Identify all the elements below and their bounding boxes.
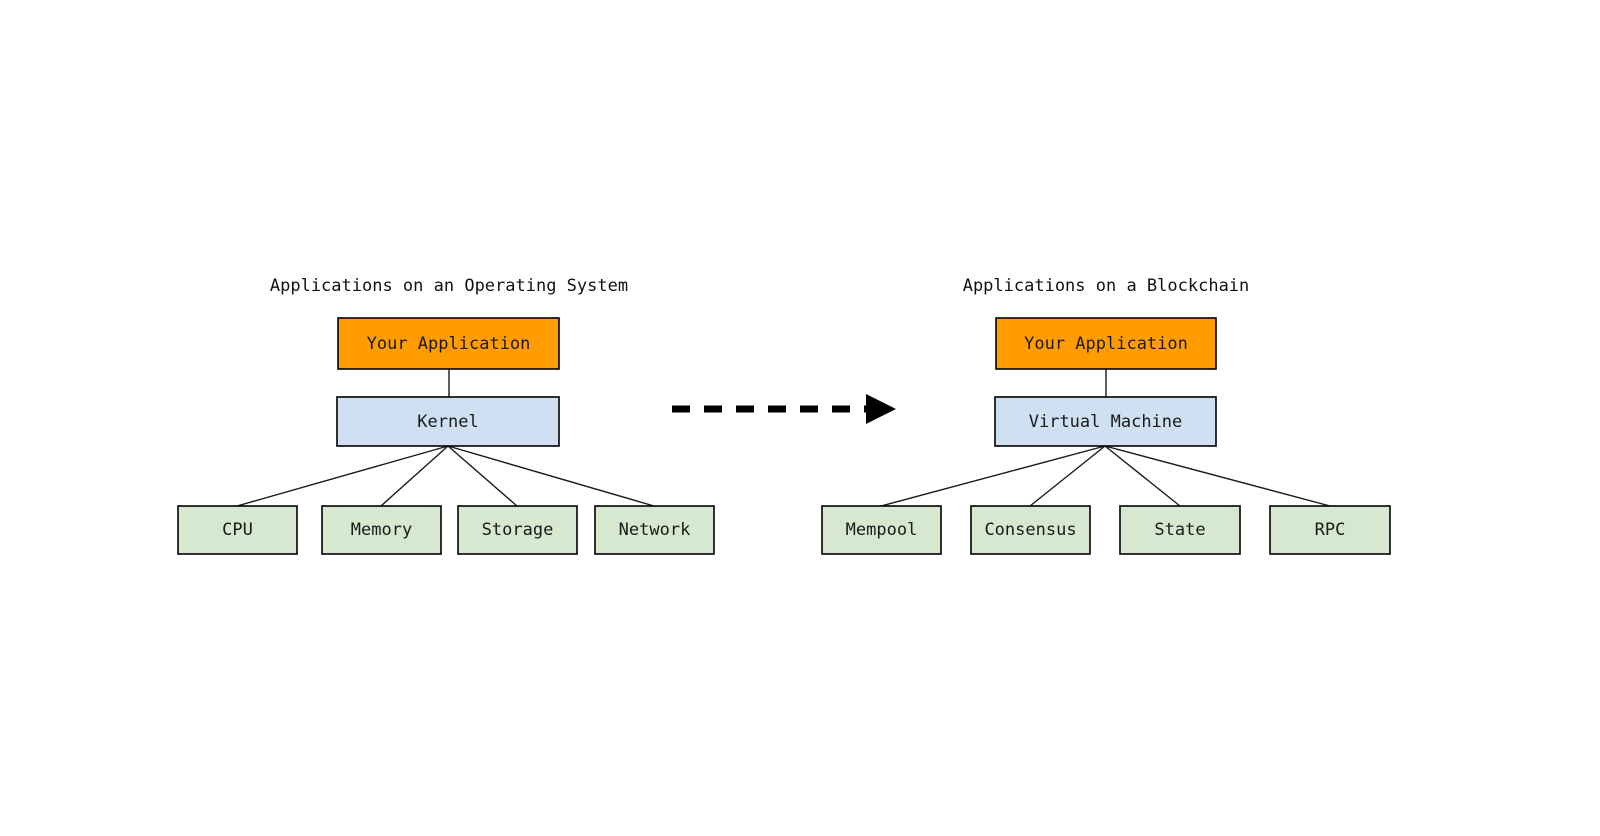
edge-vm-to-rpc (1104, 445, 1331, 507)
node-memory[interactable]: Memory (321, 505, 442, 555)
panel-operating-system: Applications on an Operating System Your… (177, 276, 715, 555)
node-label-storage: Storage (482, 520, 554, 540)
node-label-state: State (1154, 520, 1205, 540)
edge-vm-to-consensus (1029, 445, 1106, 507)
node-rect-mempool[interactable] (821, 505, 942, 555)
node-rect-your-application-left[interactable] (337, 317, 560, 370)
node-cpu[interactable]: CPU (177, 505, 298, 555)
node-label-consensus: Consensus (984, 520, 1076, 540)
node-rect-rpc[interactable] (1269, 505, 1391, 555)
node-rect-state[interactable] (1119, 505, 1241, 555)
panel-title-blockchain: Applications on a Blockchain (963, 276, 1250, 296)
node-rect-virtual-machine[interactable] (994, 396, 1217, 447)
node-rect-network[interactable] (594, 505, 715, 555)
node-label-your-application-right: Your Application (1024, 334, 1188, 354)
node-kernel[interactable]: Kernel (336, 396, 560, 447)
node-rect-your-application-right[interactable] (995, 317, 1217, 370)
node-consensus[interactable]: Consensus (970, 505, 1091, 555)
node-label-rpc: RPC (1315, 520, 1346, 540)
node-rect-cpu[interactable] (177, 505, 298, 555)
node-label-memory: Memory (351, 520, 412, 540)
node-label-your-application-left: Your Application (367, 334, 531, 354)
node-label-network: Network (619, 520, 691, 540)
node-rpc[interactable]: RPC (1269, 505, 1391, 555)
edge-kernel-to-cpu (236, 445, 449, 507)
edge-vm-to-state (1104, 445, 1181, 507)
edge-kernel-to-memory (380, 445, 449, 507)
node-rect-kernel[interactable] (336, 396, 560, 447)
node-your-application-right[interactable]: Your Application (995, 317, 1217, 370)
node-label-cpu: CPU (222, 520, 253, 540)
transition-arrow-head (866, 394, 896, 424)
node-state[interactable]: State (1119, 505, 1241, 555)
node-storage[interactable]: Storage (457, 505, 578, 555)
node-network[interactable]: Network (594, 505, 715, 555)
panel-blockchain: Applications on a Blockchain Your Applic… (821, 276, 1391, 555)
node-mempool[interactable]: Mempool (821, 505, 942, 555)
node-label-mempool: Mempool (846, 520, 918, 540)
edge-kernel-to-network (447, 445, 655, 507)
node-rect-storage[interactable] (457, 505, 578, 555)
panel-title-operating-system: Applications on an Operating System (270, 276, 628, 296)
edge-kernel-to-storage (447, 445, 518, 507)
node-label-kernel: Kernel (417, 412, 478, 432)
node-virtual-machine[interactable]: Virtual Machine (994, 396, 1217, 447)
edge-vm-to-mempool (880, 445, 1106, 507)
transition-arrow (672, 394, 896, 424)
node-rect-consensus[interactable] (970, 505, 1091, 555)
node-rect-memory[interactable] (321, 505, 442, 555)
node-your-application-left[interactable]: Your Application (337, 317, 560, 370)
node-label-virtual-machine: Virtual Machine (1029, 412, 1183, 432)
